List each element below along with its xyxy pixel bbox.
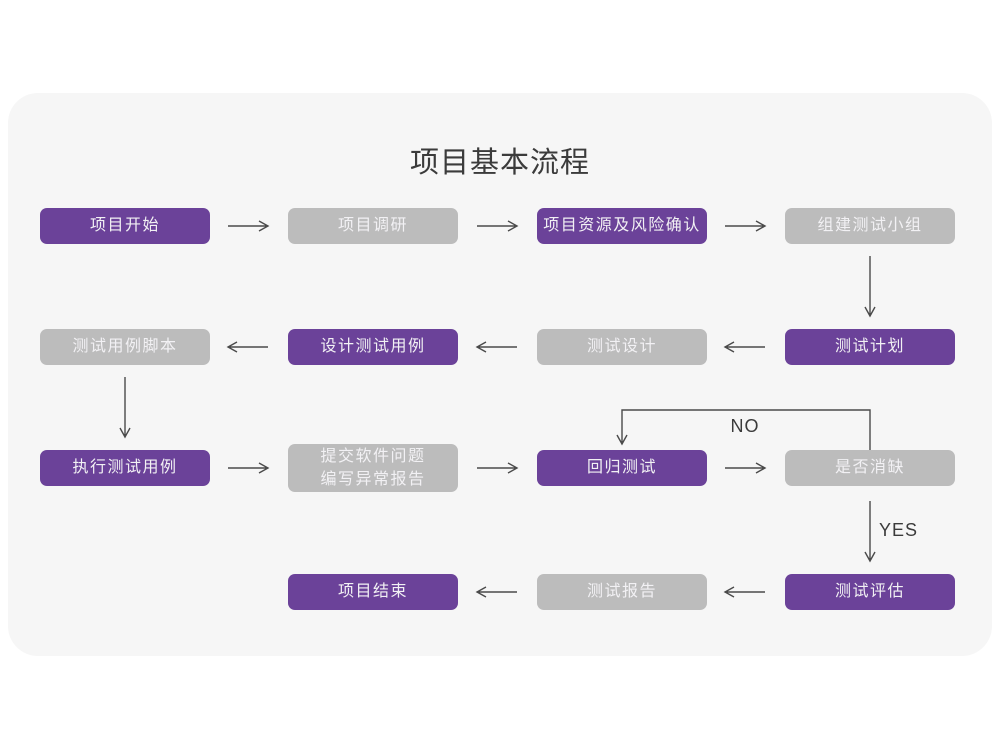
yes-branch-label: YES	[879, 520, 919, 540]
flowchart-card	[8, 93, 992, 656]
node-test-evaluation: 测试评估	[785, 574, 955, 610]
node-project-end: 项目结束	[288, 574, 458, 610]
node-test-report: 测试报告	[537, 574, 707, 610]
node-design-test-cases: 设计测试用例	[288, 329, 458, 365]
page-title: 项目基本流程	[409, 147, 590, 179]
node-regression-test: 回归测试	[537, 450, 707, 486]
node-resources-risk-confirm: 项目资源及风险确认	[537, 208, 707, 244]
node-project-research: 项目调研	[288, 208, 458, 244]
node-project-start: 项目开始	[40, 208, 210, 244]
node-test-case-script: 测试用例脚本	[40, 329, 210, 365]
node-execute-test-cases: 执行测试用例	[40, 450, 210, 486]
node-test-plan: 测试计划	[785, 329, 955, 365]
node-defect-cleared: 是否消缺	[785, 450, 955, 486]
node-build-test-team: 组建测试小组	[785, 208, 955, 244]
no-branch-label: NO	[730, 416, 760, 436]
node-test-design: 测试设计	[537, 329, 707, 365]
node-submit-issue-report: 提交软件问题 编写异常报告	[288, 444, 458, 492]
